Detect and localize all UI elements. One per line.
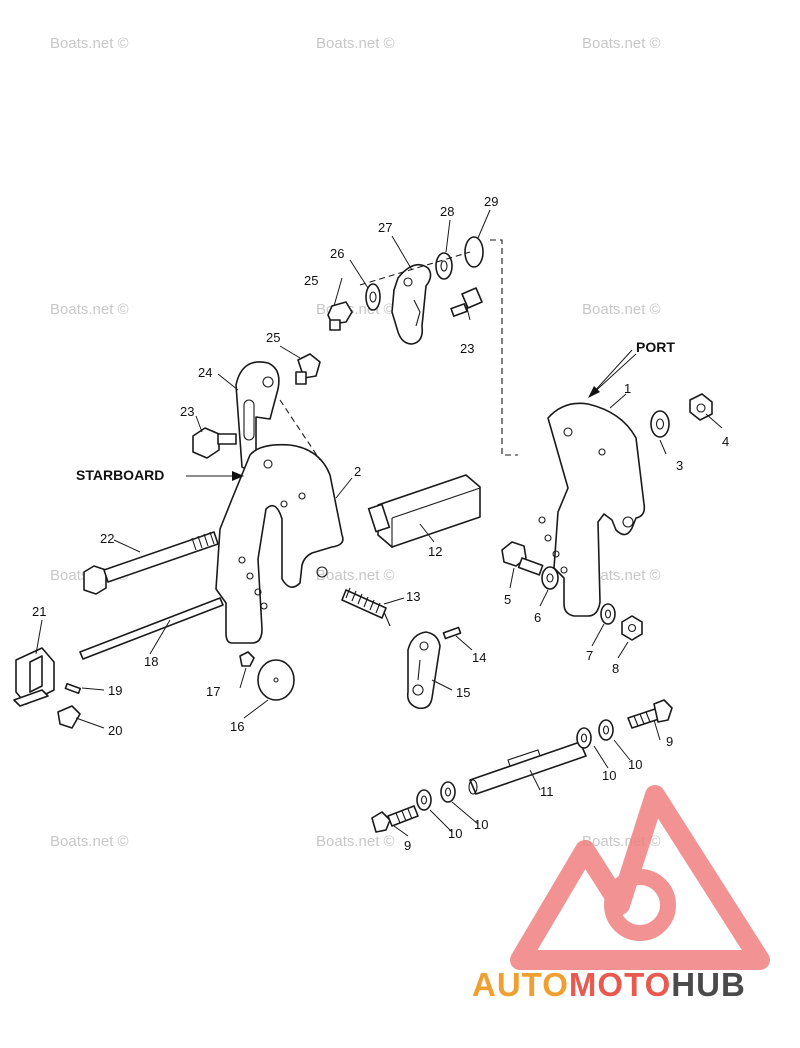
- washer-part-28: [435, 252, 453, 280]
- callout-10: 10: [628, 757, 642, 772]
- logo-text-auto: AUTO: [472, 966, 569, 1003]
- watermark-text: Boats.net ©: [316, 35, 395, 52]
- callout-8: 8: [612, 661, 619, 676]
- bolt-part-9: [371, 811, 391, 833]
- clamp-bracket-port-part-1: [547, 402, 646, 617]
- callout-29: 29: [484, 194, 498, 209]
- callout-10: 10: [602, 768, 616, 783]
- callout-12: 12: [428, 544, 442, 559]
- watermark-text: Boats.net ©: [50, 35, 129, 52]
- callout-16: 16: [230, 719, 244, 734]
- callout-24: 24: [198, 365, 212, 380]
- callout-5: 5: [504, 592, 511, 607]
- callout-11: 11: [540, 784, 554, 799]
- latch-plate-part-27: [391, 263, 432, 345]
- nut-part-8: [621, 615, 643, 641]
- callout-25: 25: [304, 273, 318, 288]
- watermark-text: Boats.net ©: [582, 567, 661, 584]
- disc-part-16: [257, 659, 295, 701]
- starboard-arrowhead-icon: [232, 471, 244, 481]
- callout-19: 19: [108, 683, 122, 698]
- callout-3: 3: [676, 458, 683, 473]
- callout-15: 15: [456, 685, 470, 700]
- watermark-text: Boats.net ©: [316, 567, 395, 584]
- logo-text-hub: HUB: [671, 966, 746, 1003]
- callout-13: 13: [406, 589, 420, 604]
- callout-17: 17: [206, 684, 220, 699]
- watermark-text: Boats.net ©: [582, 35, 661, 52]
- callout-6: 6: [534, 610, 541, 625]
- callout-10: 10: [448, 826, 462, 841]
- starboard-label: STARBOARD: [76, 467, 164, 483]
- lever-link-part-15: [406, 631, 441, 710]
- callout-4: 4: [722, 434, 729, 449]
- logo-text-moto: MOTO: [569, 966, 671, 1003]
- nut-part-4: [689, 393, 713, 421]
- automotohub-logo: AUTOMOTOHUB: [472, 966, 746, 1003]
- retaining-ring-part-29: [464, 236, 484, 268]
- bolt-head-part-23-top: [461, 287, 483, 309]
- callout-26: 26: [330, 246, 344, 261]
- washer-part-10: [598, 719, 614, 741]
- callout-18: 18: [144, 654, 158, 669]
- left-parts-group: [13, 531, 224, 729]
- callout-7: 7: [586, 648, 593, 663]
- starboard-bracket-group: [192, 353, 344, 644]
- bolt-part-5: [501, 541, 527, 567]
- automotohub-logo-mark: [510, 785, 770, 970]
- watermark-text: Boats.net ©: [50, 833, 129, 850]
- callout-9: 9: [404, 838, 411, 853]
- callout-20: 20: [108, 723, 122, 738]
- washer-part-10: [576, 727, 592, 749]
- washer-part-6: [541, 566, 559, 590]
- callout-14: 14: [472, 650, 486, 665]
- pin-part-14: [442, 626, 462, 640]
- callout-1: 1: [624, 381, 631, 396]
- rod-part-18: [79, 597, 224, 660]
- screw-part-17: [239, 651, 255, 667]
- callout-28: 28: [440, 204, 454, 219]
- port-arrowhead-icon: [588, 386, 600, 398]
- svg-text:AUTOMOTOHUB: AUTOMOTOHUB: [472, 966, 746, 1003]
- part-number-callouts: 1 2 3 4 5 6 7 8 9 9 10 10 10 10 11 12 13…: [32, 194, 729, 853]
- callout-27: 27: [378, 220, 392, 235]
- callout-2: 2: [354, 464, 361, 479]
- bolt-head-part-22: [83, 565, 107, 595]
- washer-part-10: [440, 781, 456, 803]
- callout-25: 25: [266, 330, 280, 345]
- bolt-head-part-23: [192, 427, 220, 459]
- shaft-assembly-group: [371, 699, 673, 833]
- block-part-12: [377, 474, 481, 548]
- callout-10: 10: [474, 817, 488, 832]
- port-bracket-group: [501, 393, 713, 641]
- clamp-bracket-starboard-part-2: [215, 443, 344, 644]
- pin-part-19: [64, 682, 82, 695]
- washer-part-7: [600, 603, 616, 625]
- callout-21: 21: [32, 604, 46, 619]
- center-parts-group: [239, 474, 481, 710]
- watermark-text: Boats.net ©: [50, 301, 129, 318]
- washer-part-26: [365, 283, 381, 311]
- leader-lines: [35, 209, 723, 837]
- top-hardware-group: [327, 236, 518, 456]
- callout-22: 22: [100, 531, 114, 546]
- watermark-text: Boats.net ©: [582, 301, 661, 318]
- knob-stem-25-top: [329, 319, 341, 331]
- port-arrow: [591, 349, 633, 395]
- port-label: PORT: [636, 339, 675, 355]
- callout-23: 23: [460, 341, 474, 356]
- callout-23: 23: [180, 404, 194, 419]
- shaft-part-11: [469, 741, 587, 795]
- callout-9: 9: [666, 734, 673, 749]
- watermark-text: Boats.net ©: [316, 833, 395, 850]
- washer-part-3: [650, 410, 670, 438]
- bolt-shank-part-22: [103, 531, 219, 583]
- clip-part-20: [57, 705, 81, 729]
- knob-part-25-top: [327, 301, 353, 325]
- washer-part-10: [416, 789, 432, 811]
